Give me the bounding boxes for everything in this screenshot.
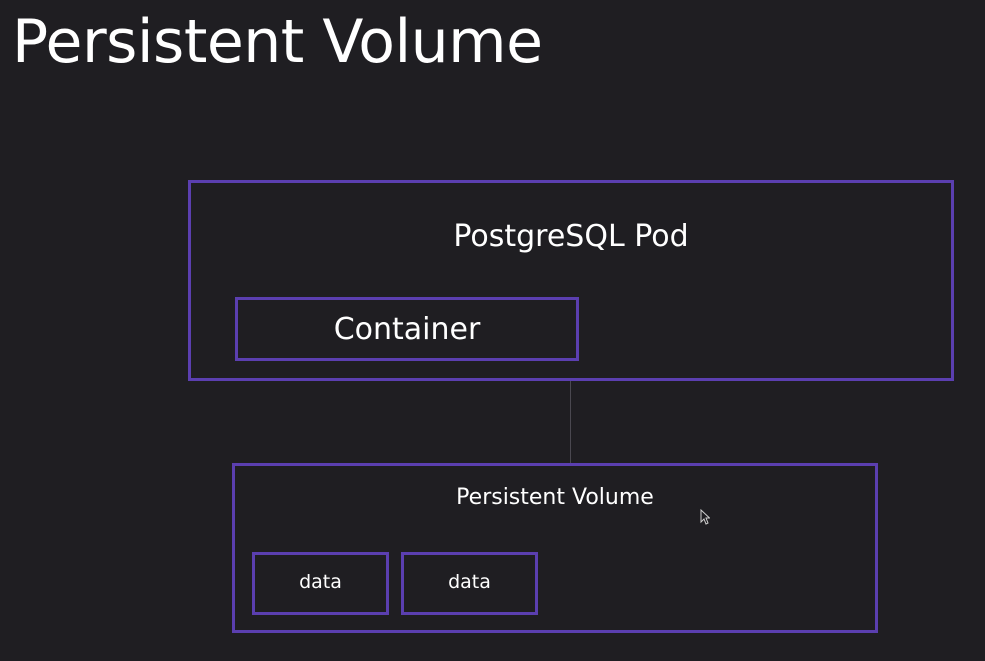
pod-volume-connector-line [570,381,571,465]
data-block-label: data [299,571,342,593]
data-block-label: data [448,571,491,593]
mouse-pointer-icon [700,509,710,525]
postgresql-pod-box: PostgreSQL Pod Container [188,180,954,381]
container-box: Container [235,297,579,361]
slide-title: Persistent Volume [12,7,543,77]
pod-label: PostgreSQL Pod [453,219,689,254]
persistent-volume-box: Persistent Volume data data [232,463,878,633]
container-label: Container [333,312,481,347]
data-block: data [401,552,538,615]
persistent-volume-label: Persistent Volume [456,485,654,510]
data-block: data [252,552,389,615]
